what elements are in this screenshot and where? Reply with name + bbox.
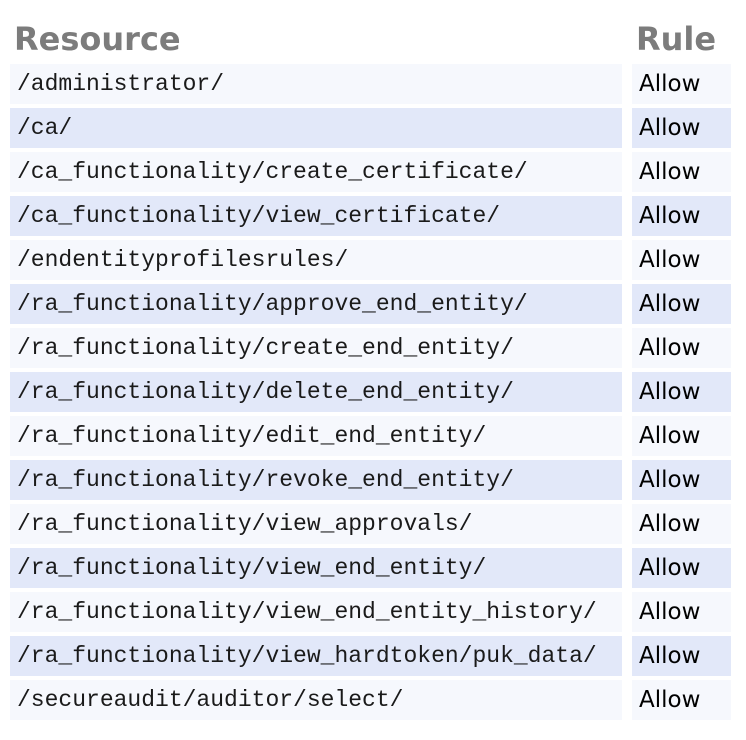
resource-cell: /ra_functionality/view_end_entity/	[10, 548, 622, 588]
table-row: /ca_functionality/create_certificate/ Al…	[10, 152, 731, 192]
resource-cell: /ca_functionality/view_certificate/	[10, 196, 622, 236]
table-row: /ra_functionality/view_hardtoken/puk_dat…	[10, 636, 731, 676]
table-header-row: Resource Rule	[10, 20, 731, 60]
table-row: /ra_functionality/edit_end_entity/ Allow	[10, 416, 731, 456]
resource-cell: /ca_functionality/create_certificate/	[10, 152, 622, 192]
rule-cell: Allow	[632, 592, 731, 632]
rule-cell: Allow	[632, 108, 731, 148]
table-row: /administrator/ Allow	[10, 64, 731, 104]
rule-cell: Allow	[632, 548, 731, 588]
rule-cell: Allow	[632, 636, 731, 676]
table-row: /ra_functionality/create_end_entity/ All…	[10, 328, 731, 368]
resource-cell: /endentityprofilesrules/	[10, 240, 622, 280]
resource-cell: /ra_functionality/view_hardtoken/puk_dat…	[10, 636, 622, 676]
rule-cell: Allow	[632, 504, 731, 544]
table-body: /administrator/ Allow /ca/ Allow /ca_fun…	[10, 64, 731, 720]
rule-cell: Allow	[632, 372, 731, 412]
rule-cell: Allow	[632, 460, 731, 500]
rule-cell: Allow	[632, 680, 731, 720]
resource-cell: /secureaudit/auditor/select/	[10, 680, 622, 720]
resource-cell: /ra_functionality/create_end_entity/	[10, 328, 622, 368]
rule-cell: Allow	[632, 328, 731, 368]
rule-cell: Allow	[632, 284, 731, 324]
column-header-resource: Resource	[14, 20, 181, 58]
table-row: /ra_functionality/view_end_entity/ Allow	[10, 548, 731, 588]
table-row: /ra_functionality/revoke_end_entity/ All…	[10, 460, 731, 500]
table-row: /ra_functionality/view_end_entity_histor…	[10, 592, 731, 632]
rule-cell: Allow	[632, 416, 731, 456]
rule-cell: Allow	[632, 152, 731, 192]
table-header: Resource Rule	[10, 20, 731, 60]
resource-cell: /ca/	[10, 108, 622, 148]
column-header-rule: Rule	[636, 20, 717, 58]
table-row: /ca/ Allow	[10, 108, 731, 148]
table-row: /ra_functionality/view_approvals/ Allow	[10, 504, 731, 544]
resource-cell: /ra_functionality/edit_end_entity/	[10, 416, 622, 456]
table-row: /endentityprofilesrules/ Allow	[10, 240, 731, 280]
access-rules-table: Resource Rule /administrator/ Allow /ca/…	[0, 16, 741, 724]
rule-cell: Allow	[632, 64, 731, 104]
table-row: /secureaudit/auditor/select/ Allow	[10, 680, 731, 720]
table-row: /ca_functionality/view_certificate/ Allo…	[10, 196, 731, 236]
resource-cell: /administrator/	[10, 64, 622, 104]
resource-cell: /ra_functionality/view_approvals/	[10, 504, 622, 544]
resource-cell: /ra_functionality/revoke_end_entity/	[10, 460, 622, 500]
table-row: /ra_functionality/approve_end_entity/ Al…	[10, 284, 731, 324]
rule-cell: Allow	[632, 196, 731, 236]
resource-cell: /ra_functionality/approve_end_entity/	[10, 284, 622, 324]
resource-cell: /ra_functionality/view_end_entity_histor…	[10, 592, 622, 632]
resource-cell: /ra_functionality/delete_end_entity/	[10, 372, 622, 412]
rule-cell: Allow	[632, 240, 731, 280]
table-row: /ra_functionality/delete_end_entity/ All…	[10, 372, 731, 412]
